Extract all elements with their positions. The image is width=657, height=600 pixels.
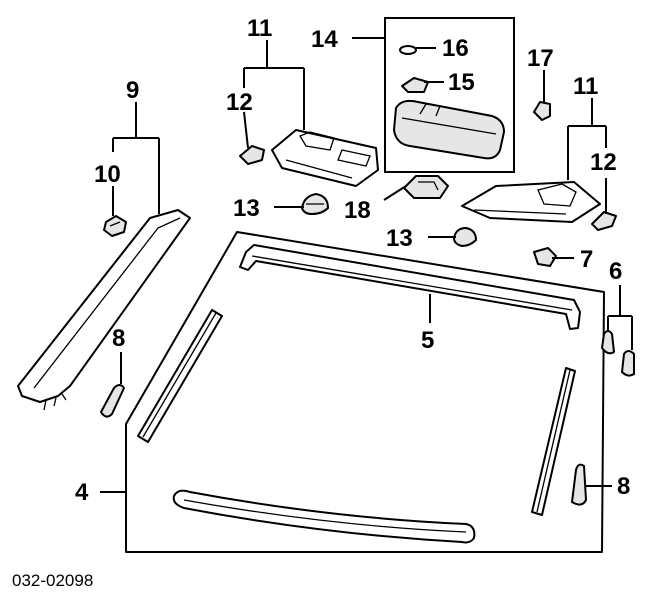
callout-15: 15 (448, 69, 475, 96)
callout-12-right: 12 (590, 149, 617, 176)
visor-holder-18 (403, 175, 449, 199)
spacer-right (571, 463, 587, 506)
part-7-bracket (533, 247, 557, 267)
spacer-left (100, 384, 125, 418)
pillar-clip (103, 215, 127, 237)
callout-13-right: 13 (386, 225, 413, 252)
upper-molding (239, 244, 581, 330)
callout-13-left: 13 (233, 195, 260, 222)
mirror-mount-15 (401, 77, 429, 93)
callout-8-right: 8 (617, 473, 630, 500)
callout-8-left: 8 (112, 325, 125, 352)
callout-4: 4 (75, 479, 89, 506)
left-side-molding (137, 309, 223, 443)
part-6-right (621, 350, 635, 377)
callout-16: 16 (442, 35, 469, 62)
pillar-trim (17, 209, 191, 411)
sun-visor-right (461, 181, 601, 223)
leader-lines (100, 37, 633, 493)
mirror-cover-16 (399, 45, 417, 55)
visor-clip-left (301, 193, 329, 215)
callout-17: 17 (527, 45, 554, 72)
callout-10: 10 (94, 161, 121, 188)
callout-14: 14 (311, 26, 338, 53)
part-6-left (601, 330, 615, 355)
callout-7: 7 (580, 246, 593, 273)
part-17-cover (533, 101, 551, 121)
callout-5: 5 (421, 327, 434, 354)
visor-holder-left (239, 145, 265, 165)
callout-11-right: 11 (573, 73, 598, 100)
visor-holder-right (591, 211, 617, 231)
callout-9: 9 (126, 77, 139, 104)
sun-visor-left (271, 129, 379, 187)
windshield-glass (125, 231, 605, 553)
lower-molding (172, 489, 476, 544)
right-side-molding (531, 367, 576, 516)
callout-6: 6 (609, 258, 622, 285)
callout-11-left: 11 (247, 15, 272, 42)
rear-view-mirror (393, 99, 505, 160)
diagram-code: 032-02098 (12, 571, 93, 590)
callout-18: 18 (344, 197, 371, 224)
mirror-group-box (384, 17, 515, 173)
callout-12-left: 12 (226, 89, 253, 116)
visor-clip-right (453, 227, 477, 247)
